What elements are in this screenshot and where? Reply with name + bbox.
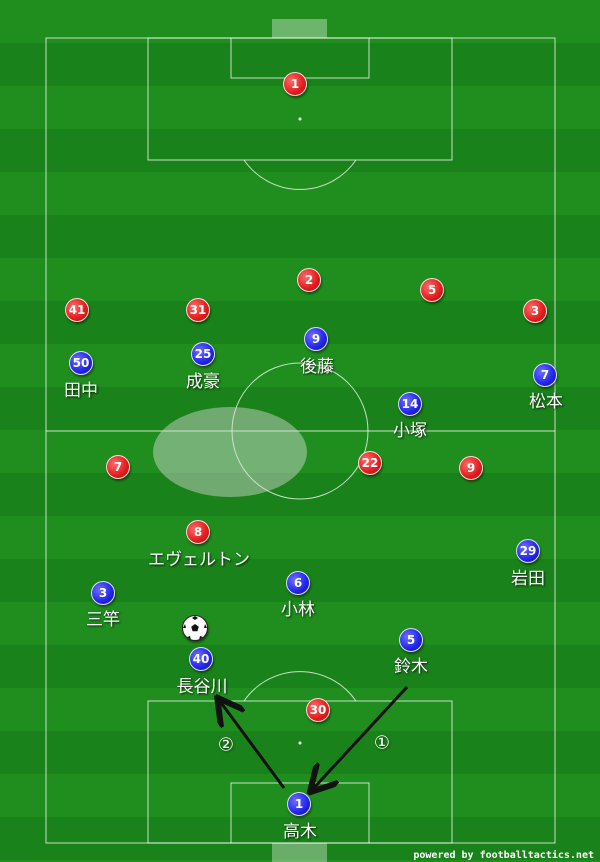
bottom-goal-area [230, 782, 370, 844]
top-penalty-arc [243, 159, 357, 190]
bottom-penalty-spot [298, 741, 302, 745]
blue-player-25[interactable]: 25 [191, 342, 215, 366]
footer-credit: powered by footballtactics.net [413, 850, 594, 861]
blue-player-29-name: 岩田 [511, 569, 545, 589]
red-player-1[interactable]: 1 [283, 72, 307, 96]
blue-player-50[interactable]: 50 [69, 351, 93, 375]
step-label-2: ② [217, 734, 235, 756]
blue-player-9[interactable]: 9 [304, 327, 328, 351]
red-player-22[interactable]: 22 [358, 451, 382, 475]
red-player-8-name: エヴェルトン [148, 550, 250, 570]
blue-player-3[interactable]: 3 [91, 581, 115, 605]
blue-player-40[interactable]: 40 [189, 647, 213, 671]
blue-player-14[interactable]: 14 [398, 392, 422, 416]
center-circle [231, 362, 369, 500]
red-player-30[interactable]: 30 [306, 698, 330, 722]
top-penalty-area [147, 37, 453, 161]
blue-player-6-name: 小林 [281, 600, 315, 620]
football-ball[interactable] [182, 615, 208, 641]
bottom-penalty-arc [243, 671, 357, 702]
step-label-1: ① [373, 732, 391, 754]
pass-arrow-1 [312, 685, 409, 790]
blue-player-50-name: 田中 [64, 381, 98, 401]
blue-player-1-name: 高木 [283, 822, 317, 842]
top-goal-area [230, 37, 370, 79]
red-player-7[interactable]: 7 [106, 455, 130, 479]
blue-player-25-name: 成豪 [186, 372, 220, 392]
ball-icon [183, 616, 207, 640]
red-player-41[interactable]: 41 [65, 298, 89, 322]
blue-player-5-name: 鈴木 [394, 657, 428, 677]
blue-player-7[interactable]: 7 [533, 363, 557, 387]
red-player-5[interactable]: 5 [420, 278, 444, 302]
pass-arrow-2 [219, 700, 286, 789]
blue-player-5[interactable]: 5 [399, 628, 423, 652]
blue-player-40-name: 長谷川 [176, 677, 228, 697]
red-player-8[interactable]: 8 [186, 520, 210, 544]
blue-player-7-name: 松本 [529, 392, 563, 412]
blue-player-6[interactable]: 6 [286, 571, 310, 595]
red-player-3[interactable]: 3 [523, 299, 547, 323]
blue-player-3-name: 三竿 [86, 610, 120, 630]
top-goal [272, 19, 327, 38]
blue-player-29[interactable]: 29 [516, 539, 540, 563]
blue-player-1[interactable]: 1 [287, 792, 311, 816]
blue-player-9-name: 後藤 [300, 357, 334, 377]
red-player-31[interactable]: 31 [186, 298, 210, 322]
red-player-2[interactable]: 2 [297, 268, 321, 292]
highlight-zone [153, 407, 307, 497]
red-player-9[interactable]: 9 [459, 456, 483, 480]
blue-player-14-name: 小塚 [393, 421, 427, 441]
bottom-goal [272, 843, 327, 862]
top-penalty-spot [298, 117, 302, 121]
